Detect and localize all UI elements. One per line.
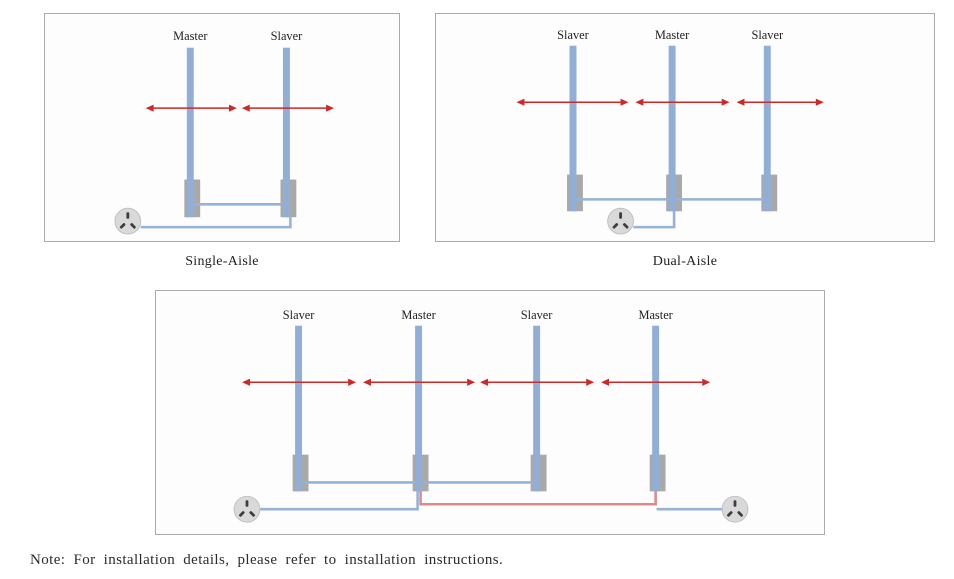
pole-label: Slaver bbox=[751, 28, 783, 42]
arrowhead-right bbox=[228, 104, 237, 112]
pole bbox=[415, 325, 423, 492]
power-wire-blue bbox=[140, 215, 292, 229]
installation-note: Note: For installation details, please r… bbox=[30, 552, 504, 568]
pole bbox=[186, 47, 194, 218]
arrowhead-right bbox=[620, 98, 629, 106]
arrowhead-right bbox=[815, 98, 824, 106]
pole-label: Master bbox=[401, 308, 436, 322]
pole-label: Slaver bbox=[521, 308, 553, 322]
arrowhead-left bbox=[635, 98, 644, 106]
power-outlet-icon bbox=[721, 495, 749, 523]
arrowhead-right bbox=[586, 378, 595, 386]
dual-aisle-diagram: Slaver Master Slaver bbox=[516, 28, 824, 235]
arrowhead-left bbox=[480, 378, 489, 386]
arrowhead-left bbox=[601, 378, 610, 386]
arrowhead-left bbox=[516, 98, 525, 106]
single-aisle-diagram: Master Slaver bbox=[114, 29, 335, 235]
arrowhead-left bbox=[363, 378, 371, 386]
panel-caption-dual-aisle: Dual-Aisle bbox=[652, 254, 718, 269]
panel-caption-single-aisle: Single-Aisle bbox=[185, 254, 259, 269]
arrowhead-left bbox=[241, 104, 250, 112]
pole bbox=[295, 325, 303, 492]
outlet-body bbox=[114, 207, 142, 235]
pole bbox=[569, 45, 577, 212]
arrowhead-left bbox=[145, 104, 154, 112]
pole-label: Slaver bbox=[557, 28, 589, 42]
panel-dual-aisle: Slaver Master Slaver Dual-Aisle bbox=[435, 13, 935, 269]
outlet-slot-left bbox=[238, 511, 245, 517]
outlet-slot-left bbox=[119, 223, 126, 229]
power-wire-red bbox=[419, 489, 657, 506]
outlet-slot-right bbox=[622, 223, 629, 229]
power-wire-blue bbox=[633, 209, 676, 229]
outlet-slot-left bbox=[612, 223, 619, 229]
pole bbox=[282, 47, 290, 218]
pole-label: Master bbox=[638, 308, 673, 322]
panel-quad-aisle: Slaver Master Slaver Master bbox=[155, 290, 825, 535]
pole bbox=[652, 325, 660, 492]
outlet-slot-top bbox=[619, 212, 622, 219]
pole bbox=[533, 325, 541, 492]
arrowhead-right bbox=[326, 104, 335, 112]
outlet-body bbox=[721, 495, 749, 523]
quad-aisle-diagram: Slaver Master Slaver Master bbox=[233, 308, 749, 523]
pole bbox=[668, 45, 676, 212]
outlet-slot-top bbox=[126, 212, 130, 219]
pole-label: Master bbox=[173, 29, 208, 43]
outlet-slot-top bbox=[733, 500, 737, 507]
power-outlet-icon bbox=[114, 207, 142, 235]
arrowhead-right bbox=[467, 378, 476, 386]
arrowhead-right bbox=[721, 98, 730, 106]
pole-label: Slaver bbox=[271, 29, 303, 43]
panel-single-aisle: Master Slaver Single-Aisle bbox=[44, 13, 400, 269]
arrowhead-right bbox=[348, 378, 357, 386]
outlet-slot-right bbox=[130, 223, 136, 229]
power-outlet-icon bbox=[233, 495, 261, 523]
power-wire-blue bbox=[259, 489, 419, 511]
pole-label: Master bbox=[655, 28, 690, 42]
outlet-body bbox=[233, 495, 261, 523]
power-outlet-icon bbox=[607, 207, 634, 235]
outlet-slot-right bbox=[249, 511, 256, 517]
arrowhead-left bbox=[736, 98, 745, 106]
outlet-slot-top bbox=[245, 500, 249, 507]
outlet-body bbox=[607, 207, 634, 235]
arrowhead-right bbox=[702, 378, 711, 386]
outlet-slot-right bbox=[737, 511, 744, 517]
pole-label: Slaver bbox=[283, 308, 315, 322]
outlet-slot-left bbox=[726, 511, 733, 517]
pole bbox=[763, 45, 771, 212]
arrowhead-left bbox=[242, 378, 250, 386]
